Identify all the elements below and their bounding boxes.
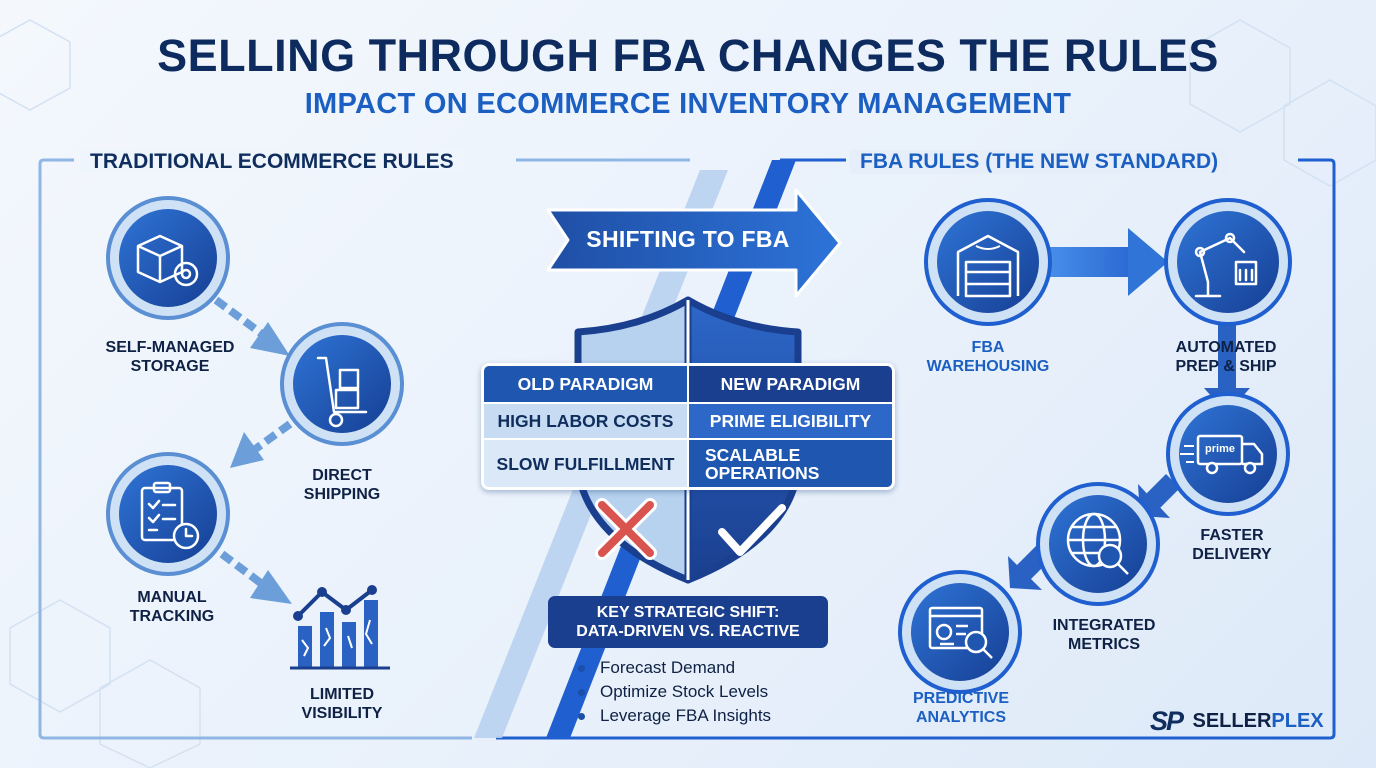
warehouse-icon (956, 234, 1020, 298)
circle-self-managed-storage (106, 196, 230, 320)
page-subtitle: IMPACT ON ECOMMERCE INVENTORY MANAGEMENT (304, 88, 1072, 120)
fba-flow-arrow-1 (1046, 228, 1168, 296)
key-shift-line-1: KEY STRATEGIC SHIFT: (596, 604, 780, 621)
brand-mark: SP (1150, 706, 1184, 736)
list-item: Optimize Stock Levels (578, 680, 771, 704)
shift-arrow (546, 188, 842, 298)
dashboard-magnifier-icon (928, 606, 993, 659)
robot-arm-icon (1194, 232, 1258, 298)
shift-arrow-label: SHIFTING TO FBA (586, 226, 790, 252)
check-mark-icon (718, 504, 786, 556)
key-shift-bullets: Forecast Demand Optimize Stock Levels Le… (578, 656, 771, 728)
paradigm-table: OLD PARADIGM NEW PARADIGM HIGH LABOR COS… (481, 363, 895, 490)
new-paradigm-header: NEW PARADIGM (689, 366, 892, 402)
list-item: Forecast Demand (578, 656, 771, 680)
box-gear-icon (136, 234, 199, 287)
prime-badge: prime (1205, 443, 1235, 455)
background-hexagons (0, 19, 1376, 768)
traditional-flow-arrows (213, 296, 293, 588)
hand-truck-icon (316, 356, 368, 428)
circle-automated-prep-ship (1164, 198, 1292, 326)
circle-integrated-metrics (1036, 482, 1160, 606)
table-cell-new: PRIME ELIGIBILITY (689, 404, 892, 438)
old-paradigm-header: OLD PARADIGM (484, 366, 687, 402)
traditional-panel-title: TRADITIONAL ECOMMERCE RULES (80, 150, 464, 174)
left-panel-frame (38, 158, 472, 740)
list-item: Leverage FBA Insights (578, 704, 771, 728)
clipboard-clock-icon (140, 481, 200, 550)
traditional-flow-arrowheads (230, 322, 292, 604)
circle-faster-delivery (1166, 392, 1290, 516)
broken-chart-icon (290, 585, 390, 670)
table-cell-old: SLOW FULFILLMENT (484, 440, 687, 487)
right-panel-frame (496, 158, 1336, 740)
prime-truck-icon: prime (1180, 434, 1264, 475)
circle-manual-tracking (106, 452, 230, 576)
brand-name: SELLERPLEX (1192, 710, 1324, 732)
key-strategic-shift-box: KEY STRATEGIC SHIFT: DATA-DRIVEN VS. REA… (548, 596, 828, 648)
page-title: SELLING THROUGH FBA CHANGES THE RULES (157, 30, 1219, 81)
globe-analytics-icon (1066, 512, 1129, 575)
x-mark-icon (595, 498, 657, 560)
circle-predictive-analytics (898, 570, 1022, 694)
key-shift-line-2: DATA-DRIVEN VS. REACTIVE (576, 623, 800, 640)
sellerplex-logo: SP SELLERPLEX (1150, 706, 1324, 738)
circle-direct-shipping (280, 322, 404, 446)
table-cell-old: HIGH LABOR COSTS (484, 404, 687, 438)
fba-panel-title: FBA RULES (THE NEW STANDARD) (850, 150, 1229, 174)
